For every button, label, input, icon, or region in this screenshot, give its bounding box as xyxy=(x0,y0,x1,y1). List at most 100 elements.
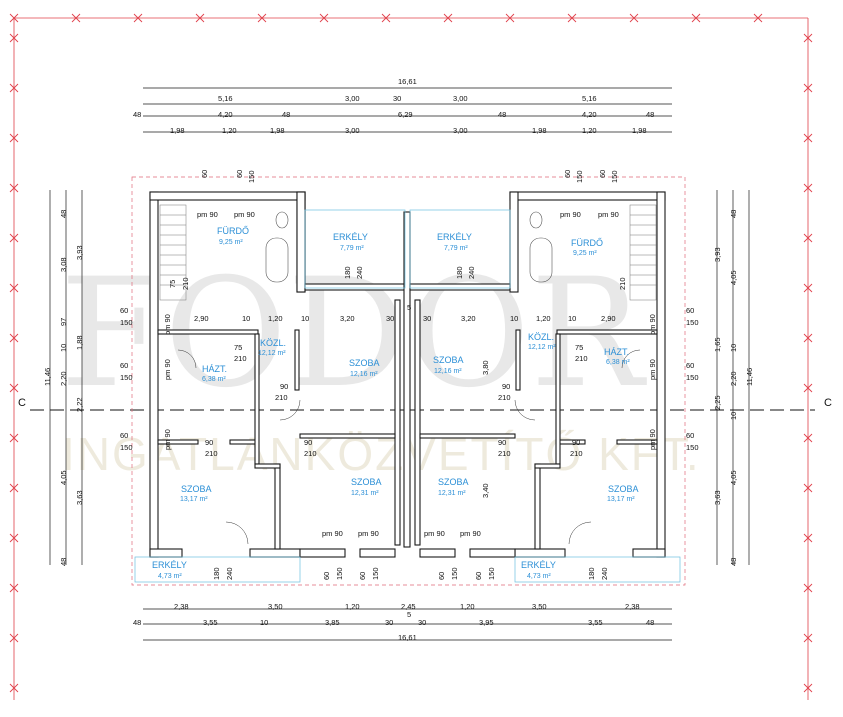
svg-text:60: 60 xyxy=(235,170,244,178)
svg-text:C: C xyxy=(824,397,832,409)
svg-text:75: 75 xyxy=(575,343,583,352)
svg-text:1,20: 1,20 xyxy=(345,602,360,611)
svg-text:97: 97 xyxy=(59,318,68,326)
svg-text:2,20: 2,20 xyxy=(59,371,68,386)
svg-text:6,29: 6,29 xyxy=(398,110,413,119)
cut-cross-mark xyxy=(803,183,813,193)
svg-text:1,98: 1,98 xyxy=(532,126,547,135)
svg-text:60: 60 xyxy=(598,170,607,178)
svg-text:2,22: 2,22 xyxy=(75,397,84,412)
dim-top-row3: 48 4,20 48 6,29 48 4,20 48 xyxy=(133,110,654,119)
cut-cross-mark xyxy=(803,633,813,643)
cut-cross-mark xyxy=(9,33,19,43)
cut-cross-mark xyxy=(9,433,19,443)
svg-text:150: 150 xyxy=(610,170,619,183)
svg-text:3,40: 3,40 xyxy=(481,483,490,498)
svg-text:150: 150 xyxy=(686,318,699,327)
svg-text:3,20: 3,20 xyxy=(340,314,355,323)
svg-text:3,55: 3,55 xyxy=(588,618,603,627)
svg-text:4,05: 4,05 xyxy=(729,270,738,285)
svg-text:4,05: 4,05 xyxy=(59,470,68,485)
svg-text:10: 10 xyxy=(260,618,268,627)
svg-text:150: 150 xyxy=(247,170,256,183)
svg-text:1,98: 1,98 xyxy=(632,126,647,135)
cut-crosses xyxy=(9,13,813,693)
room-name: HÁZT. xyxy=(604,347,629,357)
bathtub-left xyxy=(265,237,289,283)
cut-cross-mark xyxy=(803,433,813,443)
cut-cross-mark xyxy=(9,183,19,193)
cut-lines xyxy=(13,17,809,700)
cut-cross-mark xyxy=(803,283,813,293)
bathtub-right xyxy=(529,237,553,283)
svg-text:3,95: 3,95 xyxy=(479,618,494,627)
svg-text:150: 150 xyxy=(120,443,133,452)
svg-text:90: 90 xyxy=(280,382,288,391)
svg-text:2,25: 2,25 xyxy=(713,395,722,410)
cut-cross-mark xyxy=(195,13,205,23)
cut-cross-mark xyxy=(691,13,701,23)
room-name: SZOBA xyxy=(349,358,380,368)
svg-text:60: 60 xyxy=(120,361,128,370)
svg-text:180: 180 xyxy=(455,266,464,279)
room-name: SZOBA xyxy=(433,355,464,365)
svg-text:3,85: 3,85 xyxy=(325,618,340,627)
svg-text:210: 210 xyxy=(498,449,511,458)
dim-bottom-row1: 2,38 3,50 1,20 2,45 1,20 3,50 2,38 xyxy=(174,602,640,611)
svg-text:1,98: 1,98 xyxy=(170,126,185,135)
svg-text:3,63: 3,63 xyxy=(75,490,84,505)
cut-cross-mark xyxy=(133,13,143,23)
cut-cross-mark xyxy=(9,383,19,393)
svg-text:pm 90: pm 90 xyxy=(648,314,657,335)
dim-left-labels: 48 3,08 3,93 97 1,88 10 2,20 11,46 2,22 … xyxy=(43,210,84,566)
section-line: C C xyxy=(18,397,832,411)
svg-text:C: C xyxy=(18,397,26,409)
svg-text:240: 240 xyxy=(225,567,234,580)
svg-text:48: 48 xyxy=(729,558,738,566)
svg-text:pm 90: pm 90 xyxy=(648,429,657,450)
svg-text:150: 150 xyxy=(120,373,133,382)
cut-cross-mark xyxy=(753,13,763,23)
svg-text:210: 210 xyxy=(205,449,218,458)
room-name: ERKÉLY xyxy=(152,560,187,570)
cut-cross-mark xyxy=(9,683,19,693)
room-area: 4,73 m² xyxy=(158,573,182,580)
svg-text:180: 180 xyxy=(343,266,352,279)
svg-text:11,46: 11,46 xyxy=(43,368,52,386)
room-name: KÖZL. xyxy=(260,338,286,348)
room-area: 6,38 m² xyxy=(202,376,226,383)
svg-text:48: 48 xyxy=(282,110,290,119)
svg-text:30: 30 xyxy=(418,618,426,627)
svg-text:60: 60 xyxy=(358,572,367,580)
right-dimensions xyxy=(716,190,750,565)
svg-text:3,00: 3,00 xyxy=(453,94,468,103)
svg-text:210: 210 xyxy=(181,277,190,290)
svg-text:10: 10 xyxy=(301,314,309,323)
svg-text:48: 48 xyxy=(133,110,141,119)
svg-text:90: 90 xyxy=(502,382,510,391)
svg-text:5,16: 5,16 xyxy=(582,94,597,103)
cut-cross-mark xyxy=(319,13,329,23)
svg-text:240: 240 xyxy=(355,266,364,279)
svg-text:180: 180 xyxy=(212,567,221,580)
svg-text:1,98: 1,98 xyxy=(270,126,285,135)
svg-text:5: 5 xyxy=(407,610,411,619)
svg-text:4,05: 4,05 xyxy=(729,470,738,485)
cut-cross-mark xyxy=(567,13,577,23)
svg-text:1,20: 1,20 xyxy=(222,126,237,135)
svg-text:150: 150 xyxy=(686,443,699,452)
svg-text:150: 150 xyxy=(575,170,584,183)
room-name: SZOBA xyxy=(181,484,212,494)
svg-text:1,88: 1,88 xyxy=(75,335,84,350)
room-name: ERKÉLY xyxy=(333,232,368,242)
svg-text:4,20: 4,20 xyxy=(218,110,233,119)
left-dimensions xyxy=(49,190,83,565)
svg-text:210: 210 xyxy=(575,354,588,363)
cut-cross-mark xyxy=(9,233,19,243)
svg-text:3,00: 3,00 xyxy=(453,126,468,135)
svg-text:2,45: 2,45 xyxy=(401,602,416,611)
room-area: 12,16 m² xyxy=(350,371,378,378)
svg-text:1,20: 1,20 xyxy=(268,314,283,323)
svg-text:2,90: 2,90 xyxy=(601,314,616,323)
svg-text:30: 30 xyxy=(423,314,431,323)
